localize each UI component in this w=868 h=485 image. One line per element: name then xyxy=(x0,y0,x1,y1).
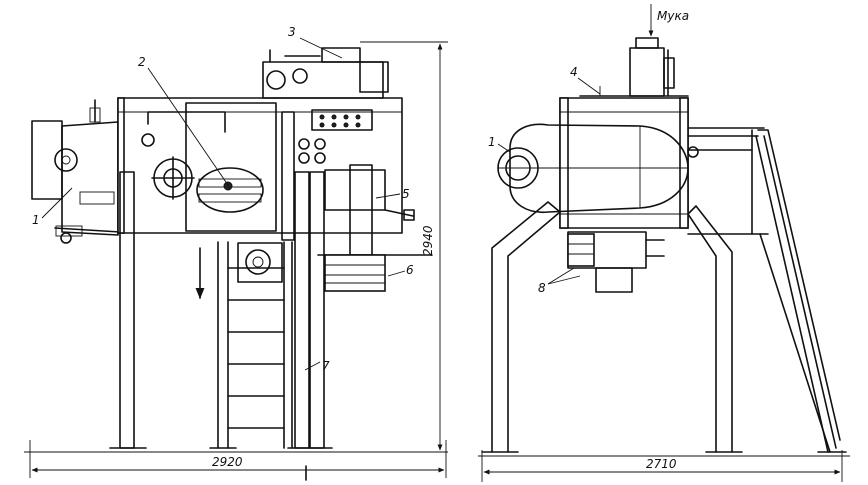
front-leg-middle xyxy=(294,171,310,449)
control-panel xyxy=(311,109,373,131)
side-top-motor xyxy=(629,47,665,97)
callout-5: 5 xyxy=(402,187,410,201)
callout-3: 3 xyxy=(288,25,296,39)
left-drive-housing xyxy=(61,121,119,236)
front-width-dimension: 2920 xyxy=(212,455,243,469)
side-leg-right xyxy=(687,205,733,453)
front-view: 1 2 3 5 6 7 2940 2920 xyxy=(24,25,448,481)
callout-7: 7 xyxy=(322,359,330,373)
flour-inlet-label: Мука xyxy=(657,9,689,23)
valve-assembly xyxy=(196,167,264,213)
left-wheel xyxy=(60,232,72,244)
left-motor-box xyxy=(31,120,63,200)
side-width-dimension: 2710 xyxy=(646,457,677,471)
callout-1-side: 1 xyxy=(488,135,496,149)
blower xyxy=(245,249,271,275)
callout-8: 8 xyxy=(538,281,546,295)
callout-2: 2 xyxy=(138,55,146,69)
callout-6: 6 xyxy=(406,263,414,277)
stair-rail-outer xyxy=(757,129,841,441)
bagging-unit xyxy=(324,254,386,292)
side-leg-left xyxy=(491,201,561,453)
callout-4: 4 xyxy=(570,65,578,79)
inspection-door xyxy=(185,102,277,232)
right-drive-unit xyxy=(324,169,386,211)
ladder xyxy=(209,241,293,449)
side-view: Мука xyxy=(478,4,850,482)
front-leg-right xyxy=(309,171,325,449)
height-dimension: 2940 xyxy=(421,225,435,256)
callout-1-front: 1 xyxy=(32,213,40,227)
